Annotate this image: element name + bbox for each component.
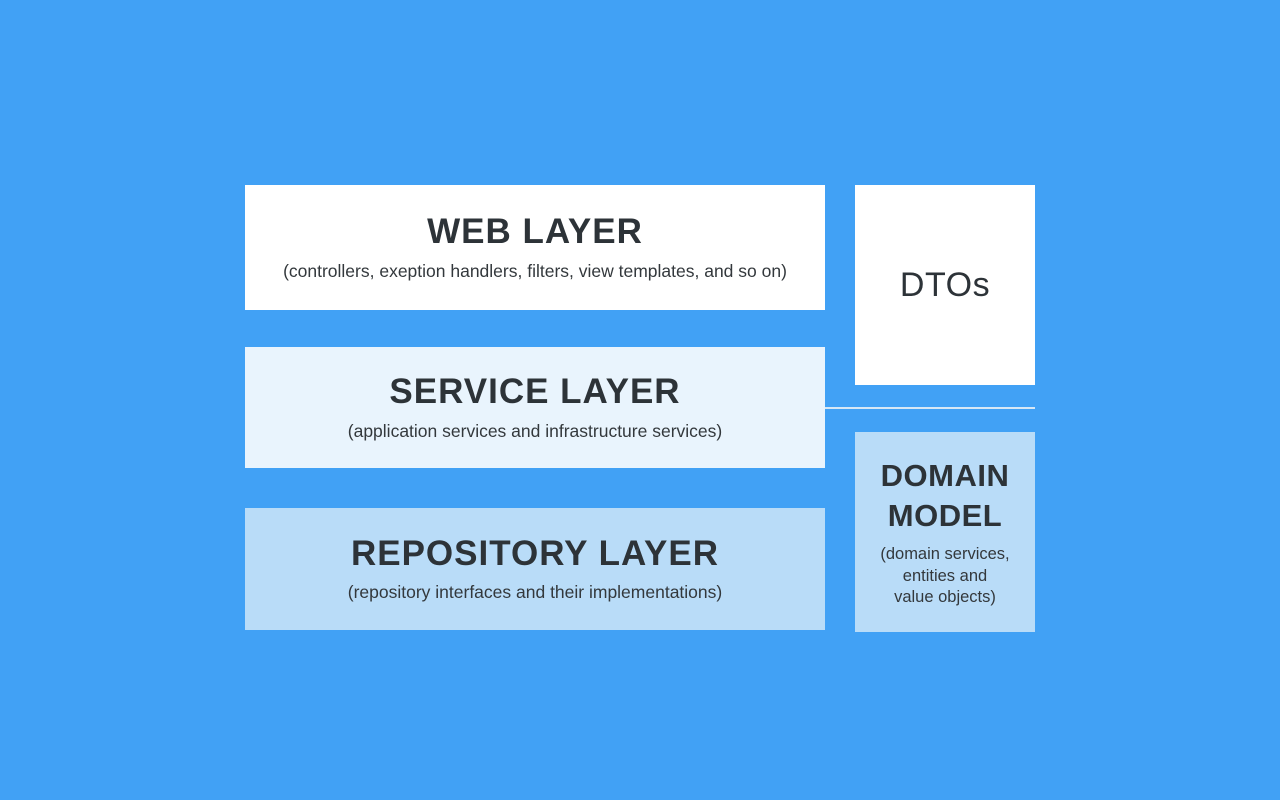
service-layer-title: SERVICE LAYER — [389, 372, 681, 412]
domain-model-subtitle-line-2: entities and — [902, 566, 988, 585]
domain-model-subtitle-line-3: value objects) — [894, 588, 996, 607]
dtos-domain-divider-line — [825, 407, 1035, 409]
domain-model-title: DOMAIN MODEL — [880, 457, 1010, 533]
repository-layer-title: REPOSITORY LAYER — [350, 533, 720, 573]
repository-layer-subtitle: (repository interfaces and their impleme… — [347, 582, 723, 603]
domain-model-subtitle: (domain services, entities and value obj… — [880, 544, 1009, 608]
dtos-box: DTOs — [855, 185, 1035, 385]
dtos-title: DTOs — [899, 265, 991, 304]
domain-model-subtitle-line-1: (domain services, — [880, 545, 1010, 564]
service-layer-subtitle: (application services and infrastructure… — [347, 420, 723, 441]
web-layer-box: WEB LAYER (controllers, exeption handler… — [245, 185, 825, 310]
web-layer-title: WEB LAYER — [427, 212, 643, 252]
domain-model-box: DOMAIN MODEL (domain services, entities … — [855, 432, 1035, 632]
web-layer-subtitle: (controllers, exeption handlers, filters… — [283, 260, 787, 281]
service-layer-box: SERVICE LAYER (application services and … — [245, 347, 825, 468]
repository-layer-box: REPOSITORY LAYER (repository interfaces … — [245, 508, 825, 630]
